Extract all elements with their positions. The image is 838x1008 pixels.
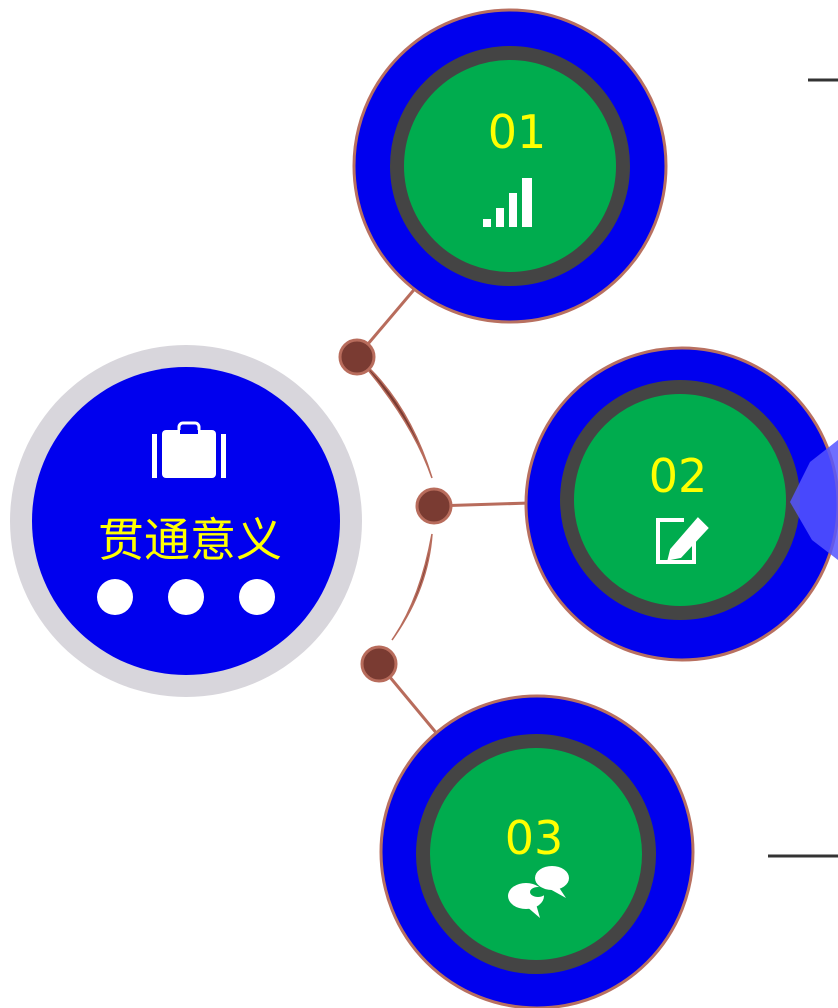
center-hub: 贯通意义	[10, 345, 362, 697]
briefcase-icon	[152, 421, 226, 478]
arc-lower	[391, 533, 433, 641]
node-01-inner-circle	[390, 46, 630, 286]
chat-bubbles-icon	[508, 866, 569, 918]
junction-dot-lower	[360, 645, 398, 683]
side-pointer	[790, 440, 838, 560]
node-01: 01	[352, 8, 668, 324]
node-01-number: 01	[488, 105, 547, 159]
junction-dot-center	[415, 487, 453, 525]
node-02: 02	[524, 346, 838, 662]
node-03-number: 03	[505, 811, 564, 865]
junction-dot-upper	[338, 338, 376, 376]
signal-bars-icon	[483, 178, 532, 227]
three-dots-icon	[97, 579, 275, 615]
node-03: 03	[379, 694, 695, 1008]
node-02-number: 02	[649, 449, 708, 503]
arc-upper	[356, 356, 433, 479]
edit-document-icon	[656, 517, 709, 564]
node-03-inner-circle	[416, 734, 656, 974]
center-title: 贯通意义	[98, 513, 282, 567]
